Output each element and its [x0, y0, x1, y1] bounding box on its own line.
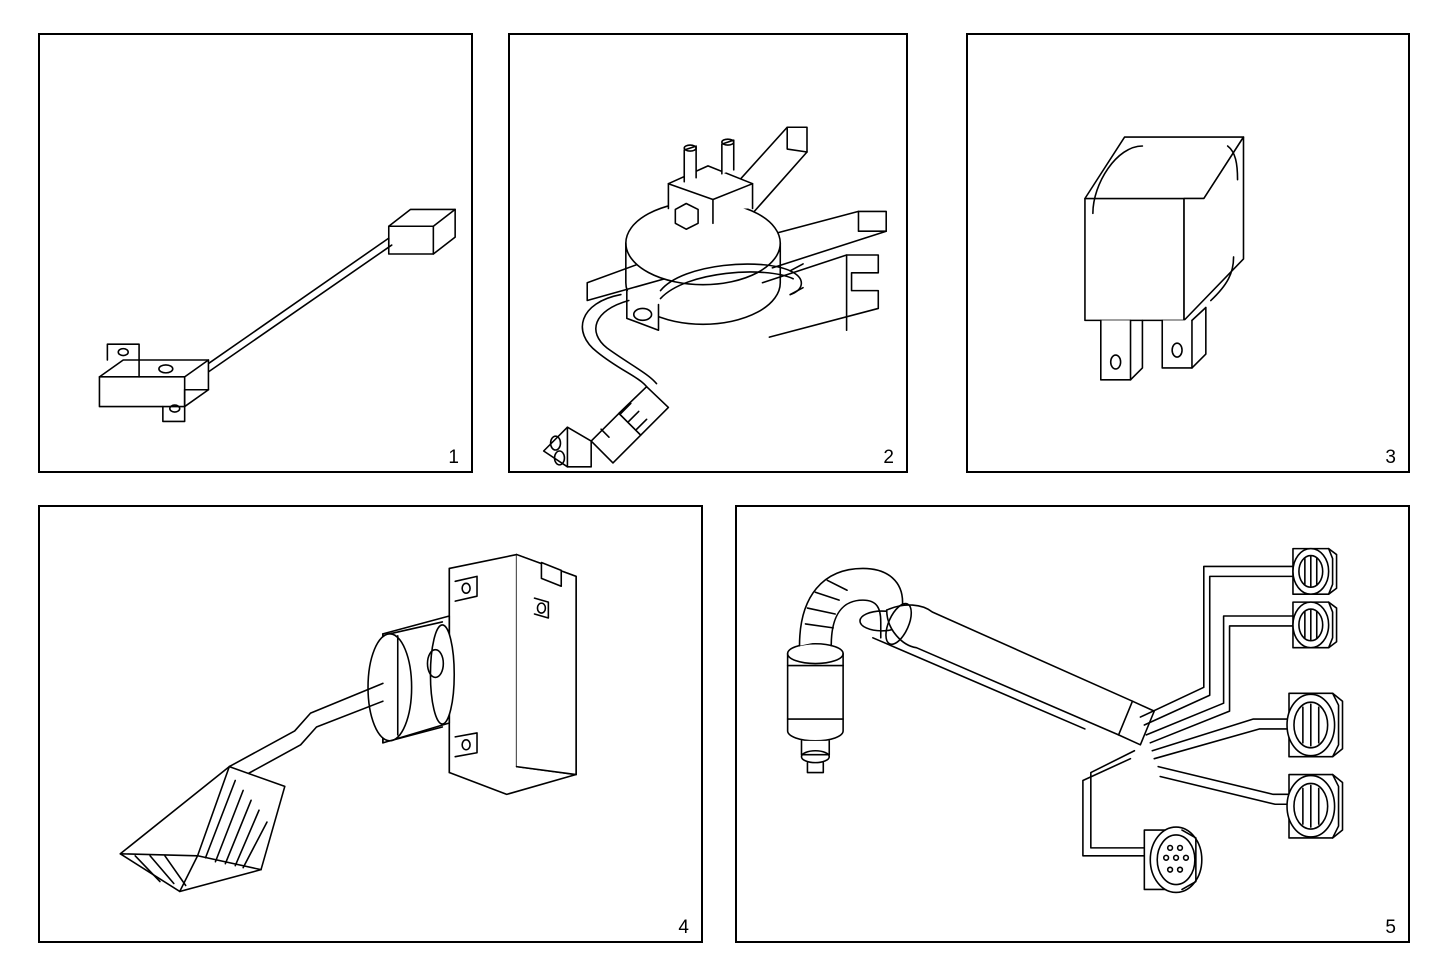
panel-4: 4 — [38, 505, 703, 943]
panel-1: 1 — [38, 33, 473, 473]
panel-3: 3 — [966, 33, 1410, 473]
panel-3-artwork — [1084, 136, 1245, 381]
panel-number-1: 1 — [448, 447, 459, 468]
panel-number-3: 3 — [1385, 447, 1396, 468]
panel-2-artwork — [542, 126, 887, 468]
panel-5-artwork — [786, 547, 1344, 894]
panel-2: 2 — [508, 33, 908, 473]
panel-number-5: 5 — [1385, 917, 1396, 938]
panel-4-artwork — [119, 553, 577, 893]
panel-number-4: 4 — [678, 917, 689, 938]
panel-number-2: 2 — [883, 447, 894, 468]
panel-5: 5 — [735, 505, 1410, 943]
panel-1-artwork — [98, 208, 456, 423]
